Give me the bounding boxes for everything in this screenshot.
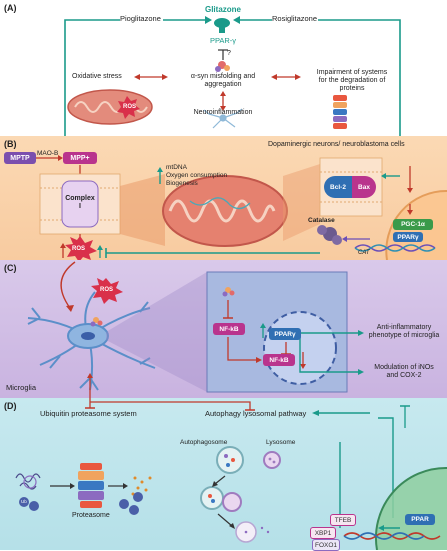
catalase-enzyme-icon	[317, 225, 342, 245]
nucleus-shape-d	[375, 467, 447, 550]
panel-d: (D)	[0, 398, 447, 551]
dna-strand-2	[354, 244, 436, 252]
mitochondrion-large-icon	[162, 175, 288, 247]
rosiglitazone-pathway-line	[318, 19, 401, 136]
impairment-label-line1: Impairment of systems	[316, 69, 388, 76]
mito-effect-mtdna: mtDNA	[166, 164, 187, 171]
microglia-label: Microglia	[6, 383, 37, 392]
dna-strand-1	[354, 244, 436, 252]
panel-b-label: (B)	[4, 139, 17, 149]
xbp1-box: XBP1	[310, 527, 336, 539]
unknown-mechanism-mark: ?	[227, 50, 231, 57]
ros-burst-icon-c	[91, 278, 123, 304]
ros-label-b: ROS	[72, 246, 86, 252]
mito-effect-biogenesis: Biogenesis	[166, 180, 198, 187]
alp-label: Autophagy lysosomal pathway	[205, 409, 307, 418]
glitazone-molecule-icon	[214, 18, 230, 33]
proteasome-label: Proteasome	[72, 512, 110, 519]
panel-b: (B)	[0, 136, 447, 260]
dopaminergic-cells-label: Dopaminergic neurons/ neuroblastoma cell…	[268, 141, 405, 148]
panel-a-label: (A)	[4, 3, 17, 13]
neuroinflammation-label: Neuroinflammation	[193, 109, 253, 116]
mao-b-label: MAO-B	[37, 150, 59, 157]
ppar-box-d: PPAR	[405, 514, 435, 525]
peptide-fragments-icon	[131, 476, 152, 496]
autophagosome-label: Autophagosome	[180, 439, 228, 446]
ros-burst-icon-b	[65, 236, 97, 260]
rosiglitazone-arrowhead	[233, 16, 240, 24]
nfkb-box-cytoplasm: NF-kB	[213, 323, 245, 335]
pioglitazone-label: Pioglitazone	[120, 14, 161, 23]
impairment-label-line2: for the degradation of	[318, 77, 386, 84]
proteasome-icon	[78, 463, 104, 508]
panel-c: (C)	[0, 260, 447, 398]
panel-d-label: (D)	[4, 401, 17, 411]
pgc1a-box: PGC-1α	[393, 219, 433, 230]
mptp-box: MPTP	[4, 152, 36, 164]
ppar-gamma-label: PPAR-γ	[209, 36, 237, 45]
ppar-gamma-box-c: PPARγ	[269, 328, 301, 340]
panel-a: (A)	[0, 0, 447, 136]
bcl2-box: Bcl-2	[324, 176, 352, 198]
ppar-gamma-box-b: PPARγ	[393, 232, 423, 242]
lysosome-label: Lysosome	[266, 439, 296, 446]
inos-cox2-label-line1: Modulation of iNOs	[374, 364, 434, 371]
bax-box: Bax	[352, 176, 376, 198]
autophagosome-icon	[216, 446, 244, 474]
dna-strand-d2	[343, 532, 425, 540]
lysosome-icon	[263, 451, 281, 469]
rosiglitazone-label: Rosiglitazone	[272, 14, 318, 23]
complex-i-label-line2: I	[79, 203, 81, 210]
glitazone-label: Glitazone	[204, 5, 241, 14]
catalase-label: Catalase	[308, 217, 335, 224]
mitochondrion-icon	[67, 89, 153, 125]
alpha-syn-protein-icon	[215, 61, 230, 72]
impairment-label-line3: proteins	[339, 85, 365, 92]
microglia-small-icon	[203, 108, 243, 129]
mito-effect-oxygen: Oxygen consumption	[166, 172, 228, 179]
cat-gene-label: CAT	[358, 250, 370, 256]
aggregated-protein-icon	[333, 95, 347, 129]
alpha-syn-label-line1: α-syn misfolding and	[190, 73, 256, 80]
degradation-vesicle-icon	[235, 521, 270, 543]
ros-burst-icon	[117, 96, 140, 119]
mito-ros-label: ROS	[123, 104, 137, 110]
pioglitazone-pathway-line	[64, 19, 120, 136]
ubiquitin-label: Ub	[21, 499, 27, 504]
panel-d-graphics	[15, 398, 447, 550]
mpp-box: MPP+	[63, 152, 97, 164]
pioglitazone-arrowhead	[205, 16, 212, 24]
misfolded-protein-icon	[15, 473, 41, 490]
inos-cox2-label-line2: and COX-2	[386, 372, 422, 379]
autolysosome-icon	[200, 486, 242, 512]
alpha-syn-label-line2: aggregation	[204, 81, 242, 88]
panel-a-graphics	[64, 16, 401, 136]
ros-label-c: ROS	[100, 287, 114, 293]
complex-i-label-line1: Complex	[65, 195, 95, 202]
panel-c-label: (C)	[4, 263, 17, 273]
nfkb-box-nucleus: NF-kB	[263, 354, 295, 366]
tfeb-box: TFEB	[330, 514, 356, 526]
oxidative-stress-label: Oxidative stress	[72, 73, 122, 80]
anti-inflammatory-label-line2: phenotype of microglia	[368, 332, 440, 339]
alpha-syn-icon-c	[90, 317, 103, 327]
ups-label: Ubiquitin proteasome system	[40, 409, 137, 418]
ubiquitin-icon	[19, 492, 143, 515]
foxo1-box: FOXO1	[312, 539, 340, 551]
microglia-cell-icon	[27, 291, 156, 391]
panel-c-graphics	[27, 261, 364, 398]
anti-inflammatory-label-line1: Anti-inflammatory	[376, 324, 432, 331]
